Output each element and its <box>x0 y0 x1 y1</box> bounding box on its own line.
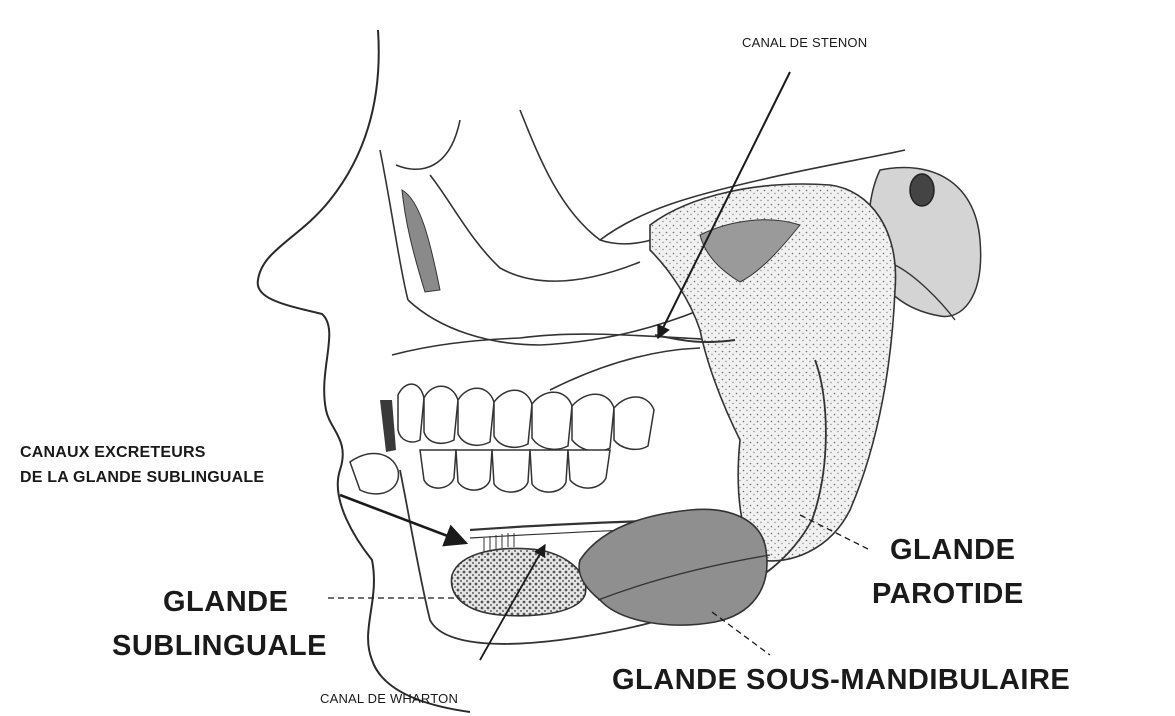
label-canaux-line2: DE LA GLANDE SUBLINGUALE <box>20 470 264 486</box>
label-canal-stenon: CANAL DE STENON <box>742 36 867 49</box>
label-glande-sublinguale-1: GLANDE <box>163 588 288 617</box>
label-canal-wharton: CANAL DE WHARTON <box>320 692 458 705</box>
lower-teeth <box>420 450 610 492</box>
label-glande-parotide-2: PAROTIDE <box>872 580 1024 609</box>
label-glande-sublinguale-2: SUBLINGUALE <box>112 632 327 661</box>
leader-sous-mandibulaire <box>712 612 770 655</box>
stenon-duct-2 <box>550 348 700 390</box>
lower-lip <box>350 454 398 494</box>
face-profile <box>258 30 470 712</box>
nasal-shade <box>402 190 440 292</box>
upper-teeth <box>398 384 654 451</box>
label-glande-parotide-1: GLANDE <box>890 536 1015 565</box>
arrow-canaux <box>340 495 466 543</box>
label-canaux-line1: CANAUX EXCRETEURS <box>20 445 206 461</box>
incisor-shade <box>380 400 396 452</box>
sublingual-gland <box>451 548 585 615</box>
label-glande-sous-mandibulaire: GLANDE SOUS-MANDIBULAIRE <box>612 666 1070 695</box>
submandibular-gland <box>579 509 767 625</box>
